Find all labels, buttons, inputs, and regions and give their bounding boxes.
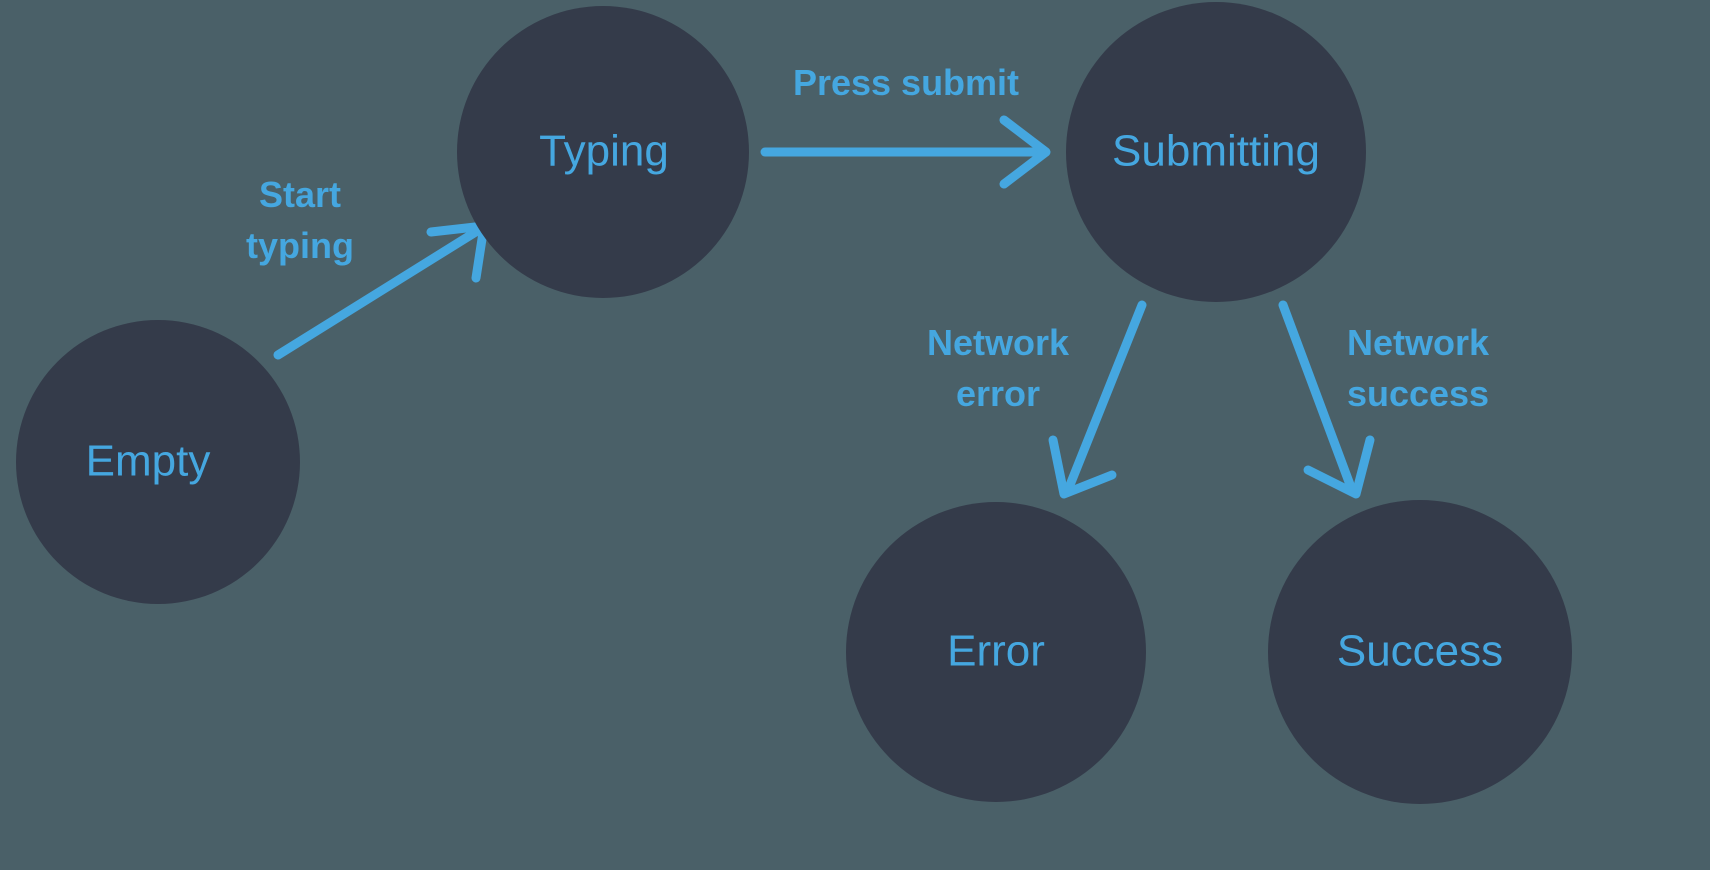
node-success-circle[interactable] bbox=[1268, 500, 1572, 804]
edge-label-network-success-line1: Network bbox=[1347, 322, 1490, 363]
edge-submitting-to-error-line bbox=[1063, 300, 1147, 495]
edge-label-press-submit-line1: Press submit bbox=[793, 62, 1019, 103]
node-typing-circle[interactable] bbox=[457, 6, 749, 298]
node-empty-label: Empty bbox=[86, 437, 211, 486]
edge-submitting-to-error-arrowhead bbox=[1048, 435, 1117, 499]
edge-label-network-error-line2: error bbox=[956, 373, 1040, 414]
node-typing[interactable]: Typing bbox=[457, 6, 749, 298]
node-empty-circle[interactable] bbox=[16, 320, 300, 604]
node-error-circle[interactable] bbox=[846, 502, 1146, 802]
edge-submitting-to-success-arrowhead bbox=[1303, 435, 1375, 499]
edge-submitting-to-error bbox=[1048, 300, 1147, 499]
node-success-label: Success bbox=[1337, 627, 1503, 676]
edge-label-network-error-line1: Network bbox=[927, 322, 1070, 363]
node-error[interactable]: Error bbox=[846, 502, 1146, 802]
node-error-label: Error bbox=[947, 627, 1045, 676]
edge-label-start-typing: Start typing bbox=[246, 174, 354, 266]
node-submitting-circle[interactable] bbox=[1066, 2, 1366, 302]
node-typing-label: Typing bbox=[539, 127, 669, 176]
node-empty[interactable]: Empty bbox=[16, 320, 300, 604]
edge-label-start-typing-line1: Start bbox=[259, 174, 341, 215]
node-success[interactable]: Success bbox=[1268, 500, 1572, 804]
edge-label-press-submit: Press submit bbox=[793, 62, 1019, 103]
edge-label-network-success: Network success bbox=[1347, 322, 1490, 414]
edge-submitting-to-success-line bbox=[1278, 300, 1357, 495]
edge-empty-to-typing-line bbox=[273, 223, 487, 360]
edge-typing-to-submitting bbox=[760, 115, 1051, 189]
edge-submitting-to-success bbox=[1278, 300, 1375, 499]
node-submitting[interactable]: Submitting bbox=[1066, 2, 1366, 302]
node-submitting-label: Submitting bbox=[1112, 127, 1320, 176]
edge-label-network-success-line2: success bbox=[1347, 373, 1489, 414]
edge-typing-to-submitting-arrowhead bbox=[999, 115, 1051, 189]
edge-label-network-error: Network error bbox=[927, 322, 1070, 414]
edge-label-start-typing-line2: typing bbox=[246, 225, 354, 266]
